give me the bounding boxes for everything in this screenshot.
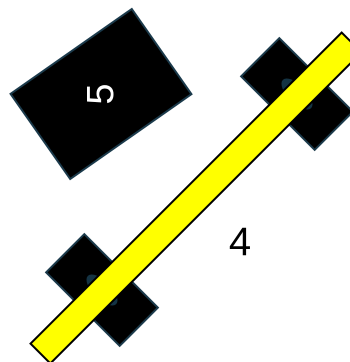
box-5-label: 5 bbox=[80, 83, 122, 104]
bar-label: 4 bbox=[229, 220, 251, 264]
box-5[interactable]: 5 bbox=[11, 9, 192, 179]
